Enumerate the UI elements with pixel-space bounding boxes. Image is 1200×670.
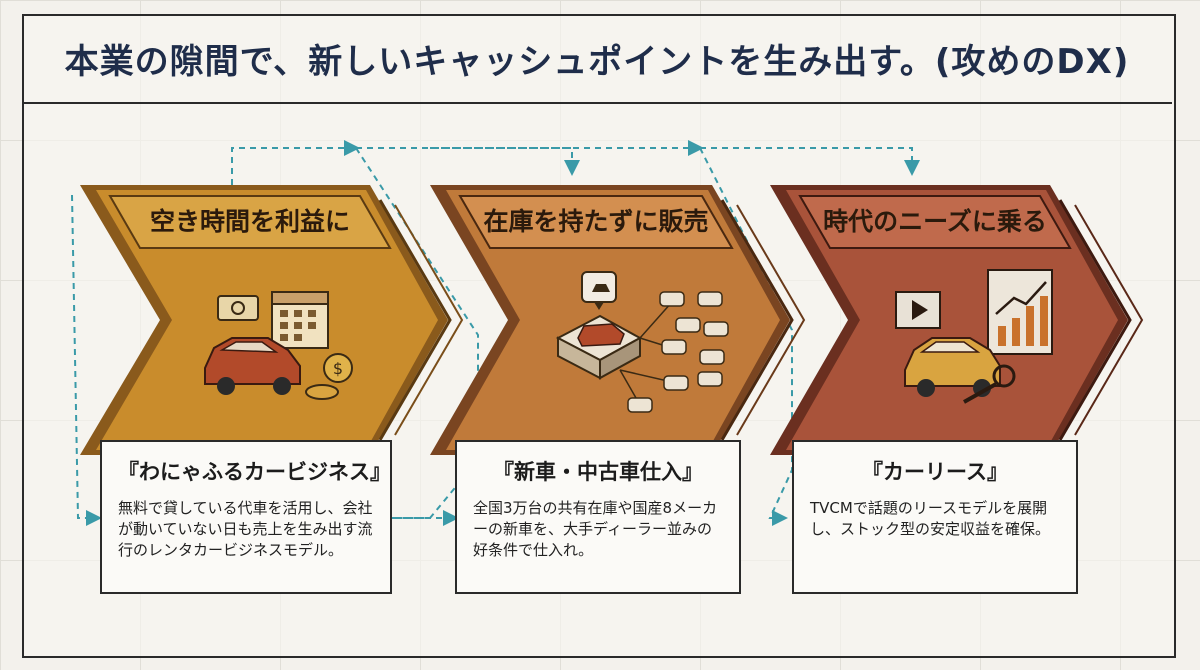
card-title: 『カーリース』 bbox=[862, 460, 1008, 484]
step-1-label: 空き時間を利益に bbox=[149, 207, 350, 236]
svg-text:$: $ bbox=[333, 359, 343, 378]
page-title: 本業の隙間で、新しいキャッシュポイントを生み出す。(攻めのDX) bbox=[64, 41, 1130, 82]
card-title: 『新車・中古車仕入』 bbox=[493, 460, 703, 484]
connector-left bbox=[71, 194, 102, 526]
card-step-3: 『カーリース』 TVCMで話題のリースモデルを展開し、ストック型の安定収益を確保… bbox=[792, 440, 1078, 594]
coin-icon: $ bbox=[305, 353, 353, 400]
card-description: TVCMで話題のリースモデルを展開し、ストック型の安定収益を確保。 bbox=[810, 499, 1051, 538]
card-step-2: 『新車・中古車仕入』 全国3万台の共有在庫や国産8メーカーの新車を、大手ディーラ… bbox=[455, 440, 741, 594]
growth-chart-icon bbox=[987, 269, 1053, 355]
step-2-label: 在庫を持たずに販売 bbox=[483, 207, 709, 236]
chevron-step-2 bbox=[430, 185, 806, 455]
step-3-label: 時代のニーズに乗る bbox=[823, 207, 1047, 236]
card-description: 全国3万台の共有在庫や国産8メーカーの新車を、大手ディーラー並みの好条件で仕入れ… bbox=[473, 499, 718, 559]
lease-car-icon bbox=[904, 337, 1001, 397]
chevron-step-3 bbox=[770, 185, 1144, 455]
car-network-icon bbox=[555, 291, 729, 413]
connector-top-2 bbox=[356, 147, 580, 176]
key-icon bbox=[963, 364, 1016, 404]
calendar-icon bbox=[271, 291, 329, 349]
connector-top-4 bbox=[700, 147, 920, 176]
title-bar: 本業の隙間で、新しいキャッシュポイントを生み出す。(攻めのDX) bbox=[22, 14, 1172, 104]
connector-top-1 bbox=[231, 140, 360, 185]
car-icon bbox=[204, 337, 301, 395]
location-pin-icon bbox=[581, 271, 617, 310]
card-description: 無料で貸している代車を活用し、会社が動いていない日も売上を生み出す流行のレンタカ… bbox=[118, 499, 373, 559]
connector-diag-1 bbox=[355, 147, 479, 519]
video-play-icon bbox=[895, 291, 941, 329]
chevron-step-1 bbox=[80, 185, 464, 455]
card-step-1: 『わにゃふるカービジネス』 無料で貸している代車を活用し、会社が動いていない日も… bbox=[100, 440, 392, 594]
connector-lines bbox=[71, 140, 920, 526]
card-title: 『わにゃふるカービジネス』 bbox=[118, 460, 391, 484]
cash-icon bbox=[217, 295, 259, 321]
